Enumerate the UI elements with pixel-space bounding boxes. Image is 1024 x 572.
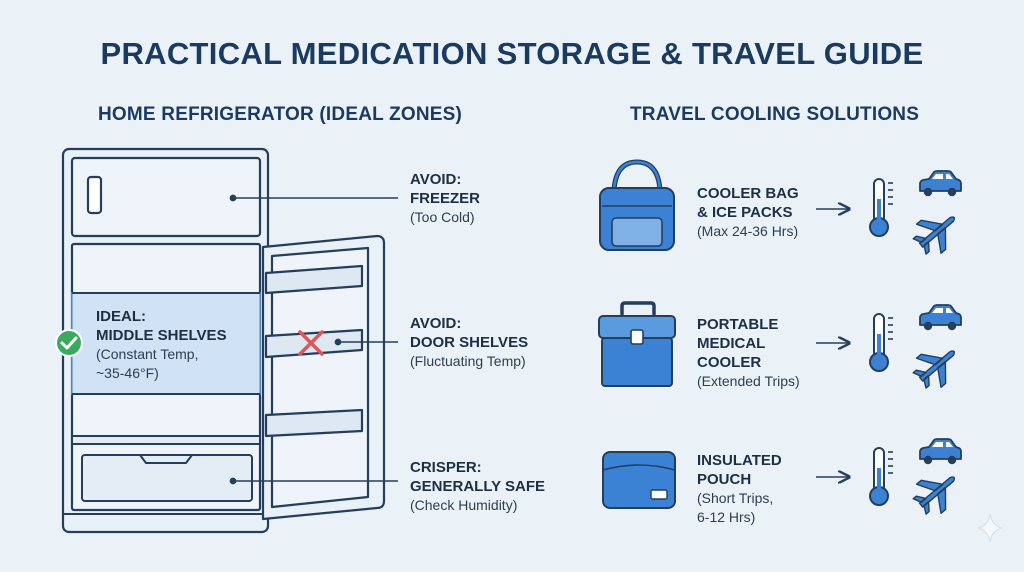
avoid-x-icon <box>298 330 324 356</box>
freezer-note: (Too Cold) <box>410 209 475 225</box>
freezer-avoid: AVOID: <box>410 171 462 188</box>
car-icon <box>919 438 962 466</box>
airplane-icon <box>906 202 967 262</box>
page-title: PRACTICAL MEDICATION STORAGE & TRAVEL GU… <box>100 36 924 71</box>
insulated-pouch-icon <box>602 451 676 509</box>
ideal-zone-label: IDEAL: MIDDLE SHELVES (Constant Temp, ~3… <box>96 307 227 383</box>
ideal-zone-name: MIDDLE SHELVES <box>96 327 227 344</box>
ideal-note-1: (Constant Temp, <box>96 346 199 362</box>
freezer-label: AVOID: FREEZER (Too Cold) <box>410 170 480 227</box>
portable-cooler-title-2: MEDICAL <box>697 335 766 352</box>
ideal-note-2: ~35-46°F) <box>96 365 159 381</box>
portable-cooler-label: PORTABLE MEDICAL COOLER (Extended Trips) <box>697 315 800 391</box>
cooler-bag-title-2: & ICE PACKS <box>697 204 793 221</box>
door-note: (Fluctuating Temp) <box>410 353 526 369</box>
thermometer-icon <box>869 447 894 506</box>
car-icon <box>919 304 962 332</box>
door-name: DOOR SHELVES <box>410 334 529 351</box>
cooler-bag-label: COOLER BAG & ICE PACKS (Max 24-36 Hrs) <box>697 184 799 241</box>
cooler-bag-note: (Max 24-36 Hrs) <box>697 223 799 239</box>
freezer-name: FREEZER <box>410 190 481 207</box>
insulated-pouch-label: INSULATED POUCH (Short Trips, 6-12 Hrs) <box>697 451 782 527</box>
cooler-bag-icon <box>599 159 675 251</box>
travel-section-heading: TRAVEL COOLING SOLUTIONS <box>630 104 920 125</box>
door-avoid: AVOID: <box>410 315 462 332</box>
cooler-bag-title-1: COOLER BAG <box>697 185 799 202</box>
portable-cooler-title-1: PORTABLE <box>697 316 779 333</box>
airplane-icon <box>906 336 967 396</box>
crisper-label: CRISPER: GENERALLY SAFE (Check Humidity) <box>410 458 545 515</box>
sparkle-icon <box>977 513 1003 543</box>
insulated-pouch-note-1: (Short Trips, <box>697 490 774 506</box>
ideal-zone-highlight <box>71 292 261 395</box>
portable-cooler-note: (Extended Trips) <box>697 373 800 389</box>
door-shelves-label: AVOID: DOOR SHELVES (Fluctuating Temp) <box>410 314 528 371</box>
insulated-pouch-title-2: POUCH <box>697 471 752 488</box>
car-icon <box>919 170 962 198</box>
insulated-pouch-title-1: INSULATED <box>697 452 782 469</box>
thermometer-icon <box>869 313 894 372</box>
crisper-status: GENERALLY SAFE <box>410 478 546 495</box>
insulated-pouch-note-2: 6-12 Hrs) <box>697 509 756 525</box>
airplane-icon <box>906 462 967 522</box>
portable-cooler-title-3: COOLER <box>697 354 762 371</box>
check-icon <box>55 329 83 357</box>
crisper-note: (Check Humidity) <box>410 497 518 513</box>
thermometer-icon <box>869 178 894 237</box>
ideal-title: IDEAL: <box>96 308 146 325</box>
home-section-heading: HOME REFRIGERATOR (IDEAL ZONES) <box>98 104 463 125</box>
crisper-title: CRISPER: <box>410 459 482 476</box>
portable-cooler-icon <box>598 301 676 387</box>
